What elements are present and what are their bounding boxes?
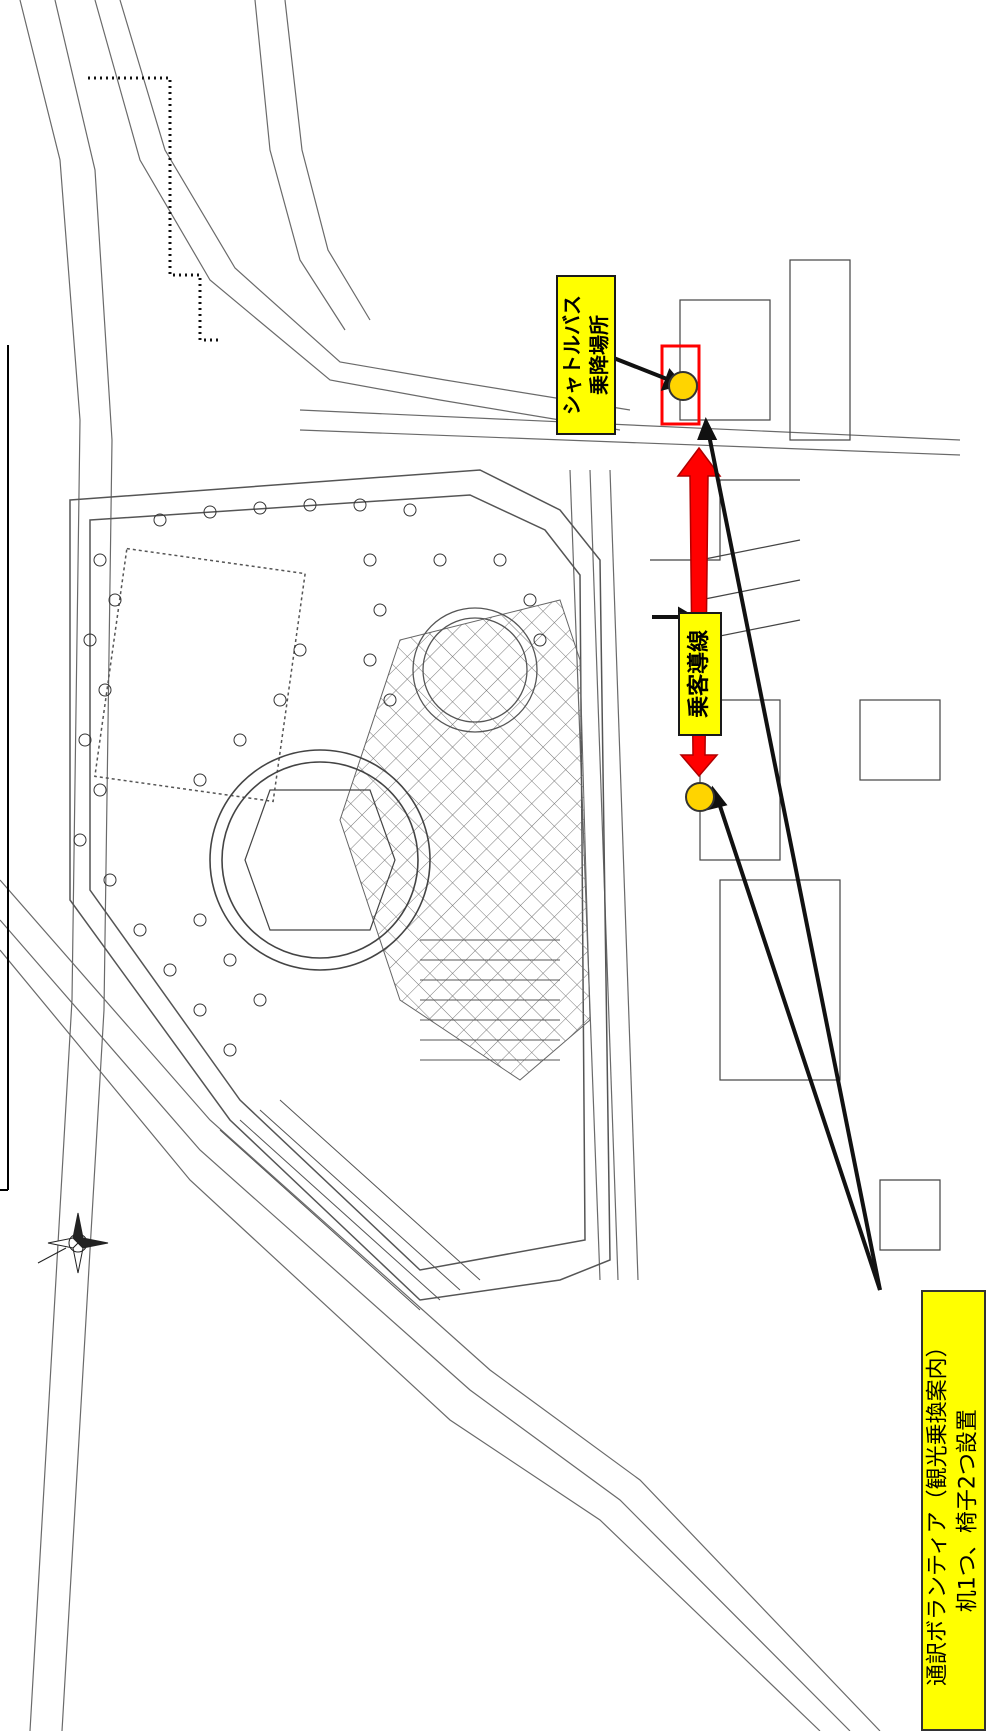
compass-rose-icon: [37, 1212, 109, 1274]
shuttle-stop-callout: シャトルバス 乗降場所: [556, 275, 616, 435]
center-plaza-circle: [209, 749, 431, 971]
shuttle-stop-label: シャトルバス 乗降場所: [559, 295, 613, 415]
shuttle-area-highlight: [660, 344, 701, 426]
volunteer-label-line1: 通訳ボランティア（観光乗換案内）: [925, 1335, 951, 1686]
tree-symbols: [73, 498, 547, 1057]
shuttle-label-line1: シャトルバス: [560, 295, 584, 415]
volunteer-label-line2: 机1つ、椅子2つ設置: [955, 1408, 981, 1613]
shuttle-label-line2: 乗降場所: [587, 315, 611, 395]
parking-stalls: [219, 939, 560, 1311]
boundary-dotted-line: [88, 76, 220, 342]
park-plaza: [69, 469, 611, 1301]
location-marker-icon: [668, 371, 715, 812]
passenger-route-callout: 乗客導線: [678, 612, 722, 736]
volunteer-desk-label: 通訳ボランティア（観光乗換案内） 机1つ、椅子2つ設置: [924, 1335, 983, 1686]
round-garden: [412, 607, 538, 733]
paved-plaza-hatch: [339, 599, 591, 1081]
volunteer-desk-callout: 通訳ボランティア（観光乗換案内） 机1つ、椅子2つ設置: [921, 1290, 986, 1731]
passenger-route-label: 乗客導線: [687, 629, 713, 719]
